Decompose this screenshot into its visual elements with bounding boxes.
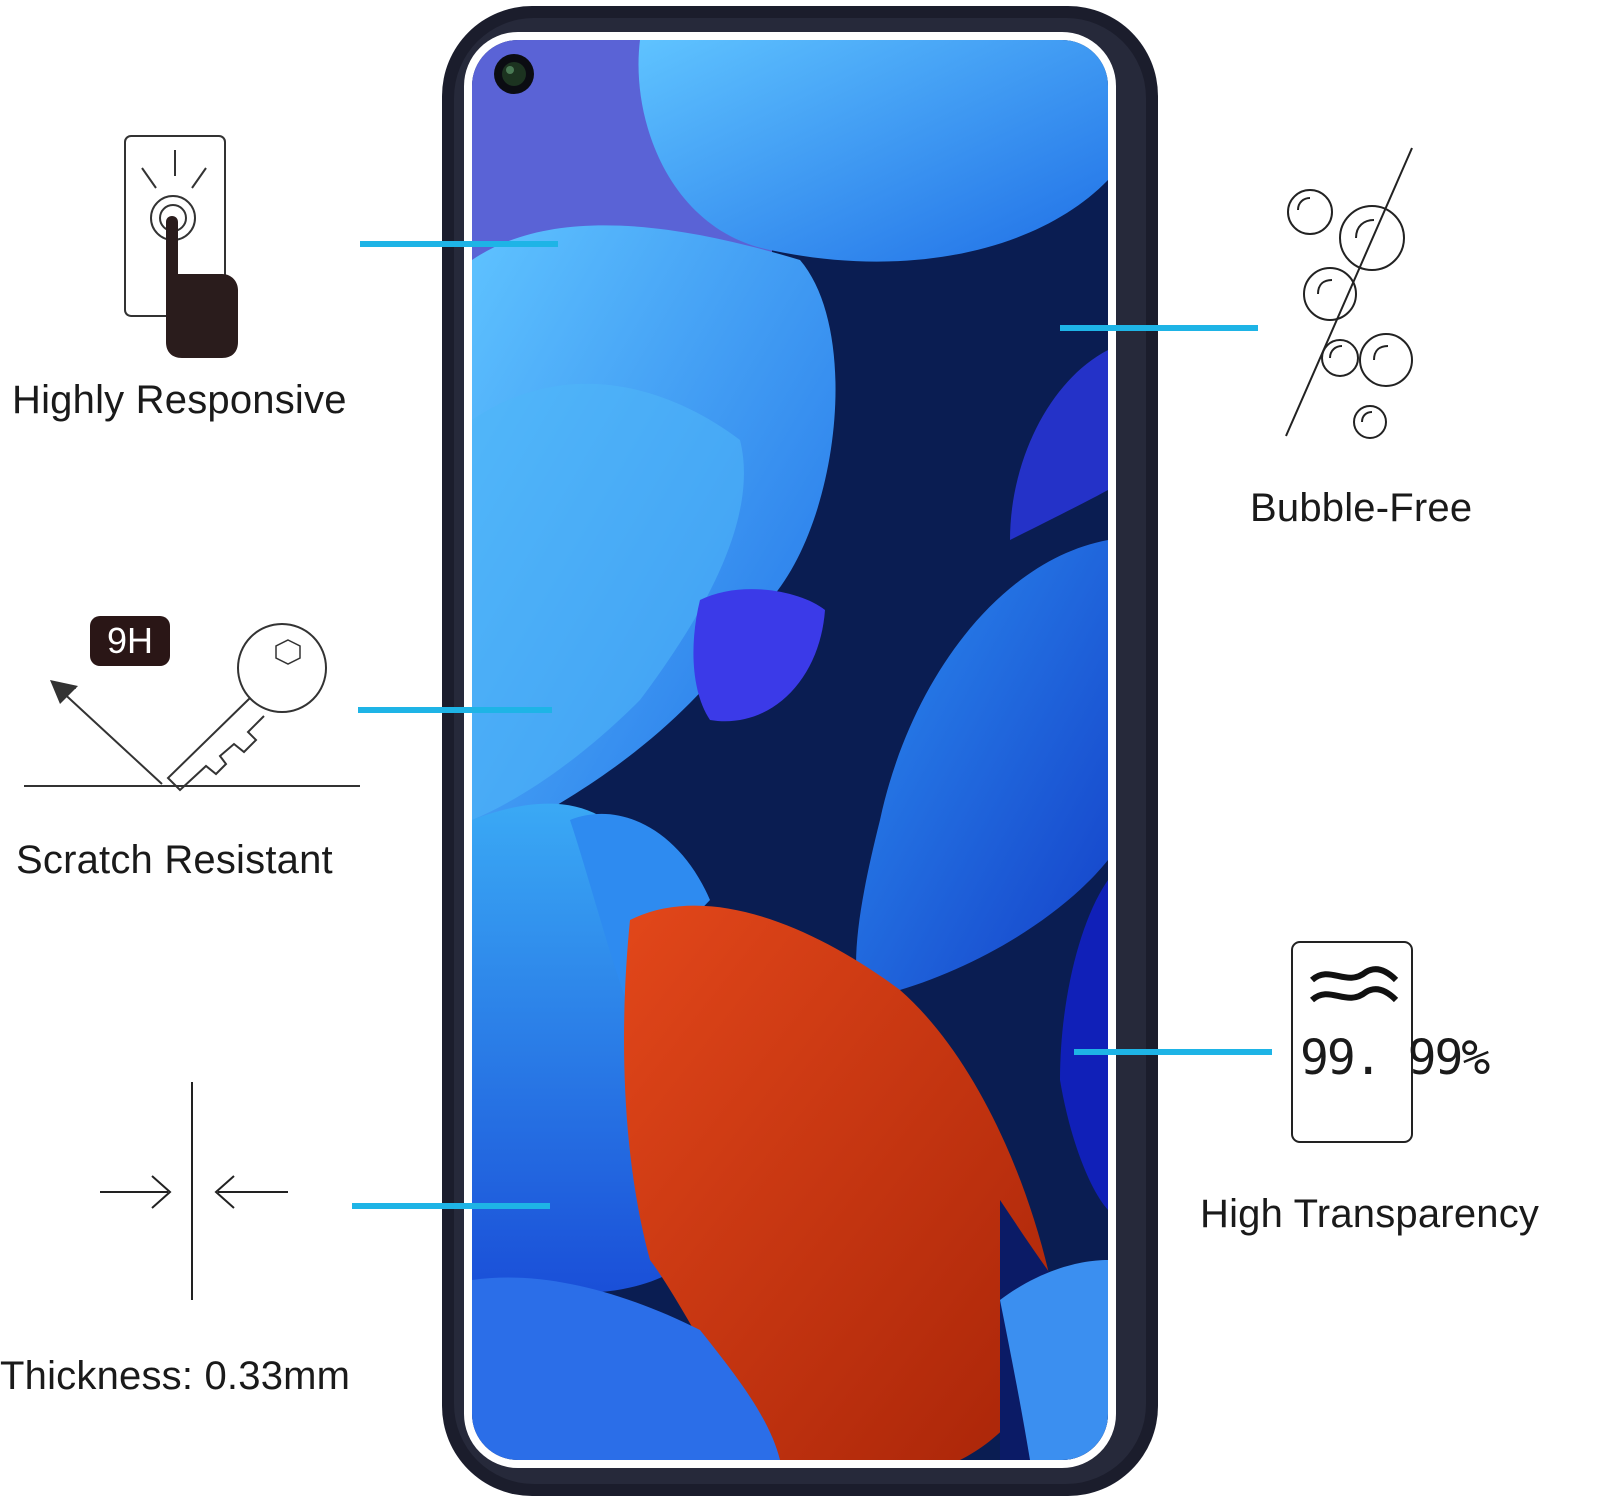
feature-scratch-resistant: 9H Scratch Resistant (0, 600, 400, 900)
hardness-badge-text: 9H (106, 620, 154, 661)
feature-bubble-free: Bubble-Free (1230, 140, 1530, 540)
feature-highly-responsive: Highly Responsive (0, 120, 400, 440)
feature-high-transparency: 99. 99% High Transparency (1200, 930, 1600, 1270)
bubbles-icon (1285, 147, 1413, 439)
feature-label-high-transparency: High Transparency (1200, 1192, 1540, 1236)
connector-line-transparency (1074, 1049, 1272, 1055)
phone-illustration (440, 0, 1160, 1500)
touch-finger-icon (124, 135, 238, 358)
key-scratch-icon (24, 623, 360, 792)
feature-label-highly-responsive: Highly Responsive (12, 378, 347, 422)
feature-thickness: Thickness: 0.33mm (0, 1080, 420, 1400)
connector-line-thickness (352, 1203, 550, 1209)
feature-label-scratch-resistant: Scratch Resistant (16, 838, 333, 882)
connector-line-bubble (1060, 325, 1258, 331)
transparency-card-icon (1291, 941, 1413, 1143)
feature-label-bubble-free: Bubble-Free (1250, 486, 1473, 530)
connector-line-scratch (358, 707, 552, 713)
connector-line-responsive (360, 241, 558, 247)
hardness-badge: 9H (90, 616, 170, 666)
thickness-arrows-icon (100, 1082, 288, 1300)
phone-with-wallpaper (442, 6, 1158, 1496)
feature-label-thickness: Thickness: 0.33mm (0, 1354, 351, 1398)
transparency-percent: 99. 99% (1300, 1030, 1490, 1086)
